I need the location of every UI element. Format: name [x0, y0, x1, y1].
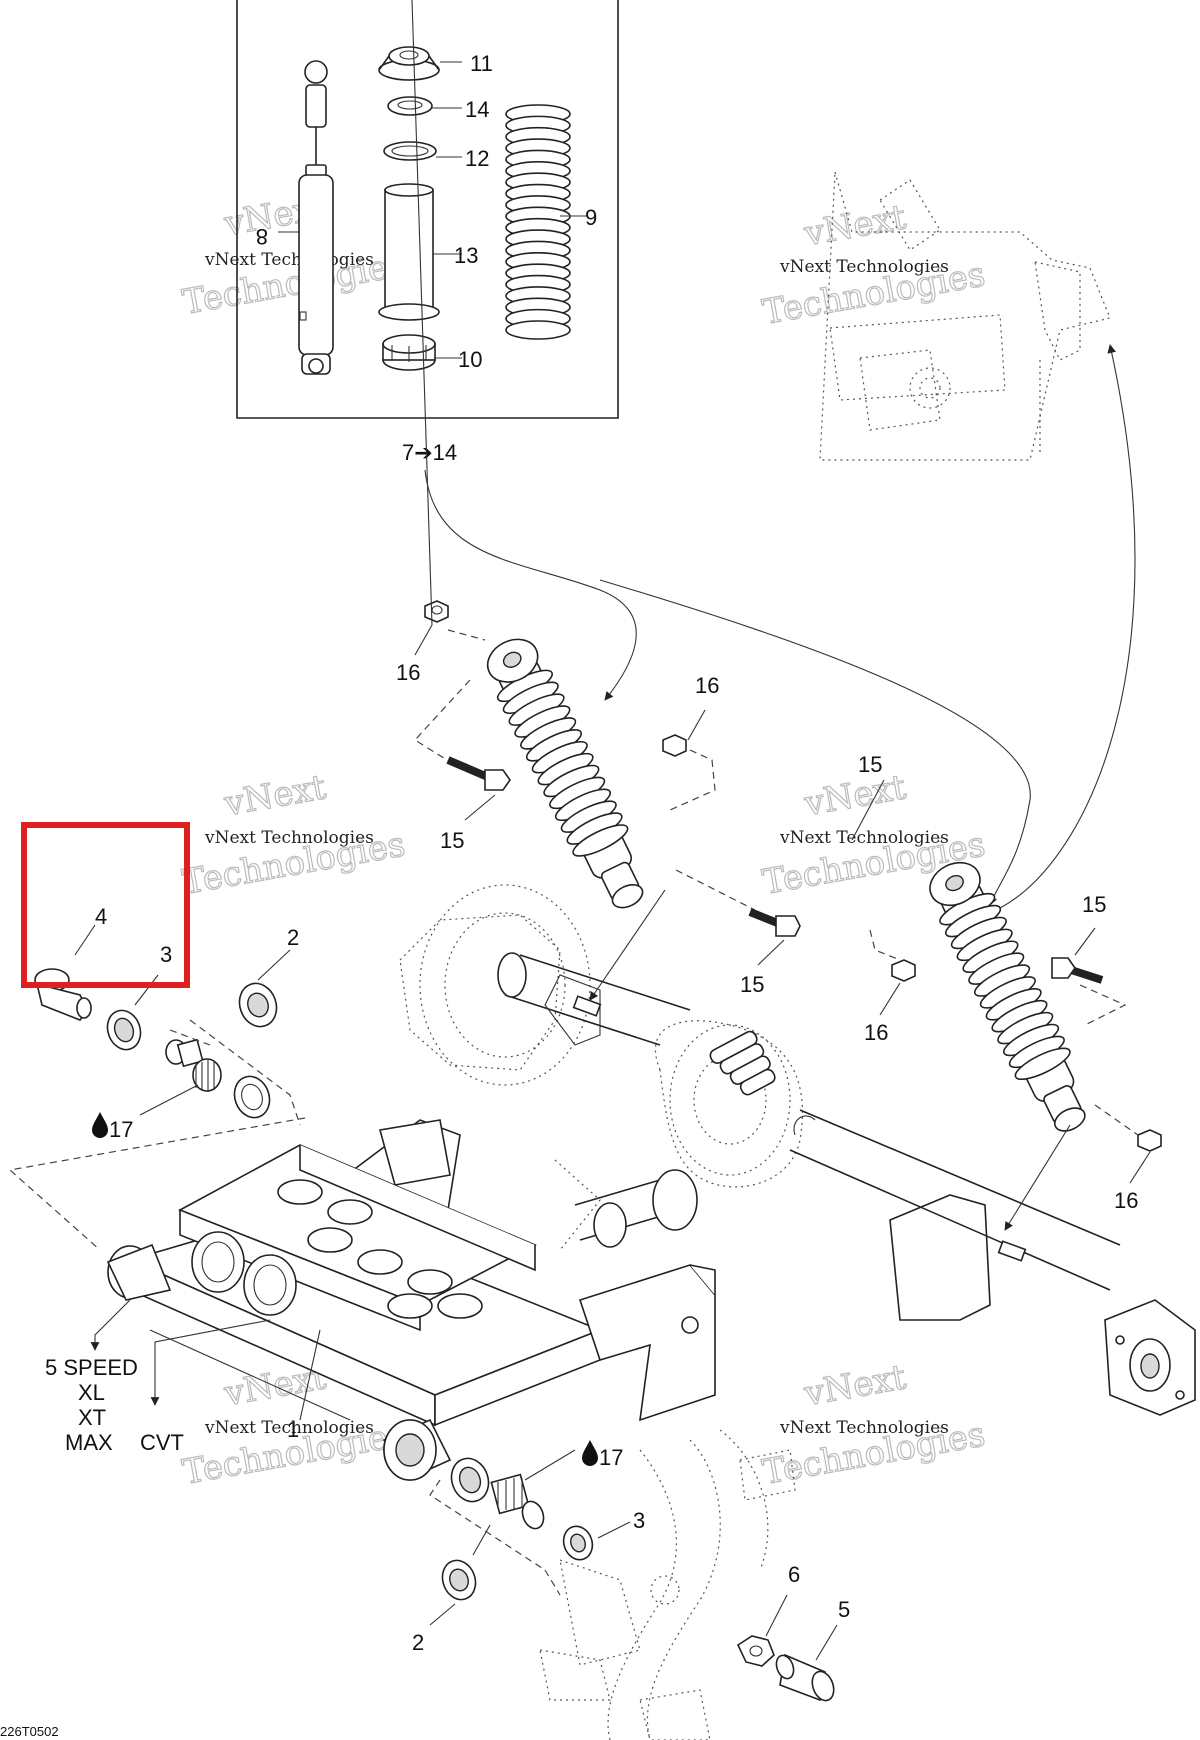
- bearing-2-part: [238, 982, 278, 1028]
- callout-16-b: 16: [695, 673, 719, 698]
- frame-bracket: [819, 171, 1111, 461]
- callout-15-a: 15: [440, 828, 464, 853]
- callout-5: 5: [838, 1597, 850, 1622]
- watermark-text: vNext Technologies: [779, 1418, 949, 1438]
- nut-16d: [1137, 1129, 1162, 1152]
- caption-5-speed: 5 SPEED: [45, 1355, 138, 1380]
- callout-3-a: 3: [160, 942, 172, 967]
- callout-2-a: 2: [287, 925, 299, 950]
- adjuster-ring-part: [382, 334, 436, 371]
- watermark-text: vNext Technologies: [204, 250, 374, 270]
- sleeve-part: [378, 183, 440, 321]
- callout-1: 1: [287, 1417, 299, 1442]
- callout-17-b: 17: [599, 1445, 623, 1470]
- bolt-5-part: [775, 1653, 835, 1702]
- cv-boot: [709, 1030, 776, 1096]
- coil-spring-part: [505, 104, 571, 340]
- needle-bearing-parts: [165, 1038, 271, 1119]
- watermark-text: vNext Technologies: [204, 828, 374, 848]
- wheel-hub: [1104, 1299, 1196, 1416]
- nut-16b: [662, 734, 687, 757]
- caption-cvt: CVT: [140, 1430, 184, 1455]
- callout-11: 11: [470, 51, 493, 76]
- washer-part: [383, 141, 437, 161]
- highlight-box: [21, 822, 190, 988]
- frame-bottom: [539, 1429, 796, 1740]
- watermark-text: vNext Technologies: [779, 257, 949, 277]
- callout-16-c: 16: [864, 1020, 888, 1045]
- callout-9: 9: [585, 205, 597, 230]
- spring-coil: [505, 320, 571, 340]
- nut-16c: [891, 959, 916, 982]
- callout-13: 13: [454, 243, 478, 268]
- callout-16-d: 16: [1114, 1188, 1138, 1213]
- nut-6-part: [736, 1635, 775, 1667]
- spring-coil: [1014, 1047, 1071, 1081]
- nut-16a: [424, 600, 449, 623]
- shock-absorber-left: [486, 638, 644, 909]
- svg-text:vNext: vNext: [801, 767, 910, 824]
- watermark-text: vNext Technologies: [779, 828, 949, 848]
- seal-3-part: [106, 1009, 142, 1051]
- shock-absorber-part: [298, 60, 334, 375]
- callout-10: 10: [458, 347, 482, 372]
- callout-14: 14: [465, 97, 489, 122]
- callout-12: 12: [465, 146, 489, 171]
- callout-8: 8: [256, 224, 268, 249]
- svg-text:vNext: vNext: [801, 1357, 910, 1414]
- watermark-text: vNext Technologies: [204, 1418, 374, 1438]
- bushing-4-part: [34, 968, 92, 1021]
- caption-xt: XT: [78, 1405, 106, 1430]
- callout-17-a: 17: [109, 1117, 133, 1142]
- rear-axle-assembly: [399, 884, 1196, 1416]
- spring-coil: [572, 824, 629, 857]
- oil-drop-icon: [92, 1112, 108, 1138]
- caption-xl: XL: [78, 1380, 105, 1405]
- right-pivot-parts: [441, 1457, 594, 1601]
- figure-code: 226T0502: [0, 1724, 59, 1739]
- callout-2-b: 2: [412, 1630, 424, 1655]
- callout-4: 4: [95, 904, 107, 929]
- callout-3-b: 3: [633, 1508, 645, 1533]
- bolt-15c: [1051, 957, 1104, 984]
- caption-max: MAX: [65, 1430, 113, 1455]
- shock-absorber-right: [929, 861, 1086, 1132]
- svg-text:vNext: vNext: [801, 197, 910, 254]
- callout-6: 6: [788, 1562, 800, 1587]
- bolt-15b: [748, 908, 801, 937]
- swingarm: [106, 1119, 716, 1481]
- retaining-clip-part: [387, 96, 433, 116]
- svg-text:vNext: vNext: [221, 767, 330, 824]
- spring-cap-part: [378, 46, 440, 81]
- oil-drop-icon: [582, 1440, 598, 1466]
- callout-15-d: 15: [1082, 892, 1106, 917]
- callout-range-7-14: 7➔14: [402, 440, 457, 465]
- shock-exploded-inset: [236, 0, 619, 419]
- callout-15-b: 15: [740, 972, 764, 997]
- bolt-15a: [446, 756, 511, 791]
- callout-15-c: 15: [858, 752, 882, 777]
- callout-16-a: 16: [396, 660, 420, 685]
